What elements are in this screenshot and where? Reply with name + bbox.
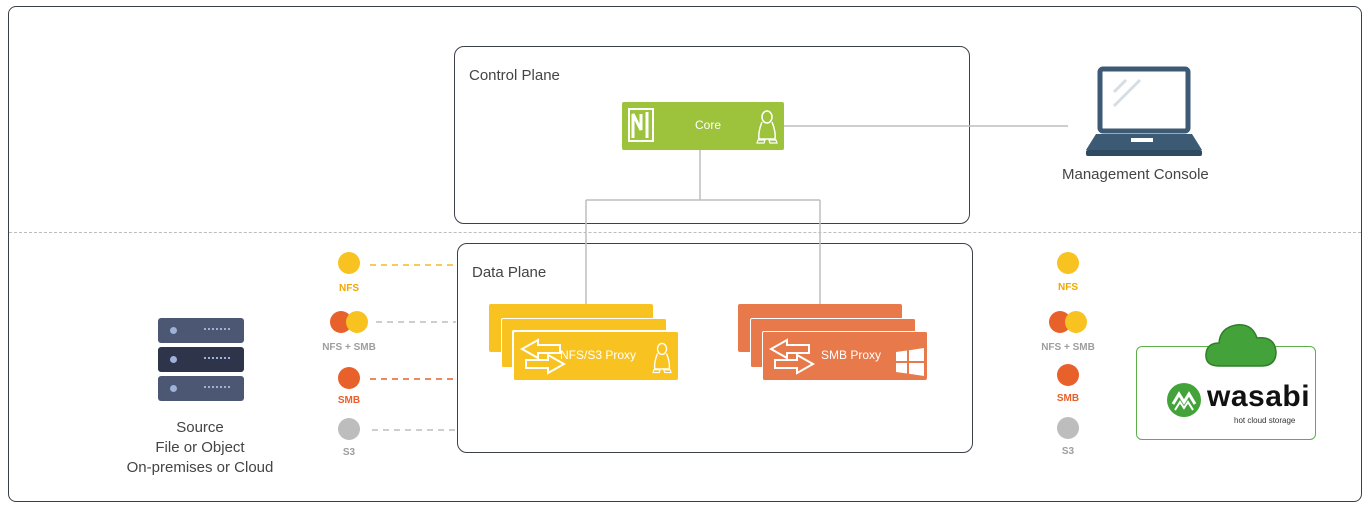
server-vent-icon — [204, 386, 230, 392]
wasabi-name: wasabi — [1207, 380, 1311, 413]
server-vent-icon — [204, 357, 230, 363]
wasabi-tagline: hot cloud storage — [1234, 416, 1296, 425]
core-logo-icon — [628, 108, 654, 142]
smb-proxy-label: SMB Proxy — [821, 348, 882, 362]
smb-dot — [1057, 364, 1079, 386]
server-led-icon — [170, 385, 177, 392]
nfs-dot — [1057, 252, 1079, 274]
server-unit — [158, 376, 244, 401]
nfs-label: NFS — [339, 283, 359, 294]
server-unit — [158, 318, 244, 343]
nfs-label: NFS — [1058, 282, 1078, 293]
smb-dot — [338, 367, 360, 389]
linux-penguin-icon — [756, 110, 778, 144]
s3-label: S3 — [342, 447, 356, 458]
nfs-dot — [338, 252, 360, 274]
smb-label: SMB — [337, 395, 361, 406]
nfs-smb-label: NFS + SMB — [322, 342, 376, 353]
server-vent-icon — [204, 328, 230, 334]
server-unit — [158, 347, 244, 372]
s3-dot — [338, 418, 360, 440]
source-line-3: On-premises or Cloud — [126, 459, 274, 476]
server-stack-icon — [158, 318, 244, 402]
source-label: Source File or Object On-premises or Clo… — [110, 418, 290, 478]
control-plane-title: Control Plane — [469, 67, 560, 84]
linux-penguin-icon — [652, 342, 672, 374]
smb-proxy-card-front: SMB Proxy — [762, 331, 927, 380]
laptop-icon — [1086, 66, 1202, 156]
nfs-proxy-card-front: NFS/S3 Proxy — [513, 331, 678, 380]
nfs-s3-proxy-label: NFS/S3 Proxy — [560, 348, 637, 362]
nfs-smb-dot-yellow — [346, 311, 368, 333]
windows-icon — [896, 348, 924, 376]
nfs-smb-dot-yellow — [1065, 311, 1087, 333]
diagram-frame — [8, 6, 1362, 502]
cloud-icon — [1205, 324, 1277, 367]
wasabi-logo-icon — [1167, 383, 1201, 417]
data-plane-title: Data Plane — [472, 264, 547, 281]
smb-label: SMB — [1056, 393, 1080, 404]
s3-dot — [1057, 417, 1079, 439]
core-label: Core — [695, 118, 722, 132]
transfer-arrows-icon — [769, 338, 816, 375]
nfs-smb-label: NFS + SMB — [1041, 342, 1095, 353]
management-console-label: Management Console — [1062, 166, 1209, 183]
source-line-2: File or Object — [155, 439, 245, 456]
s3-label: S3 — [1061, 446, 1075, 457]
server-led-icon — [170, 356, 177, 363]
plane-divider — [9, 232, 1361, 233]
core-node: Core — [622, 102, 784, 150]
source-line-1: Source — [176, 419, 224, 436]
transfer-arrows-icon — [520, 338, 567, 375]
server-led-icon — [170, 327, 177, 334]
